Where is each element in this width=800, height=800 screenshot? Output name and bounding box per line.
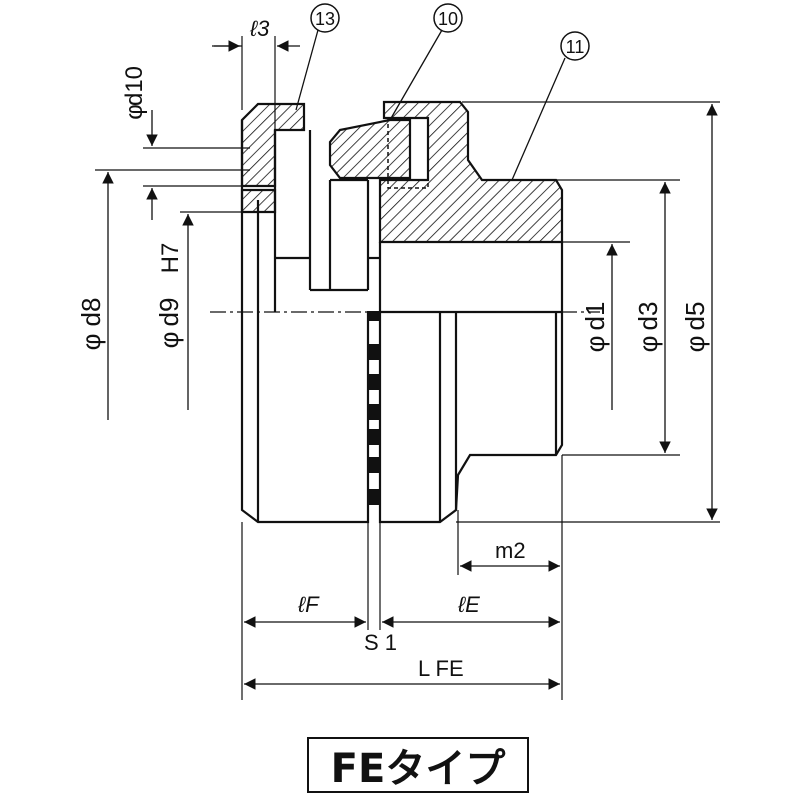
- hub-11-section: [378, 100, 564, 244]
- svg-text:d1: d1: [580, 302, 610, 331]
- svg-text:11: 11: [566, 37, 585, 57]
- svg-text:d9: d9: [154, 298, 184, 327]
- svg-text:d10: d10: [121, 66, 148, 106]
- dim-label-m2: m2: [495, 538, 526, 563]
- dim-label-LFE: L FE: [418, 656, 464, 681]
- dim-label-d1: φ d1: [580, 302, 610, 353]
- svg-text:d3: d3: [633, 302, 663, 331]
- svg-text:d8: d8: [76, 298, 106, 327]
- svg-text:φ: φ: [580, 336, 610, 353]
- extension-lines: [95, 36, 720, 700]
- svg-text:13: 13: [315, 9, 335, 29]
- dim-label-lF: ℓF: [297, 592, 320, 617]
- type-title: FEタイプ: [307, 737, 529, 793]
- svg-text:d5: d5: [680, 302, 710, 331]
- sleeve-13-lower-section: [240, 188, 277, 214]
- dim-label-s1: S 1: [364, 630, 397, 655]
- leader-lines: [295, 29, 566, 181]
- dim-label-d9: φ d9: [154, 298, 184, 349]
- dim-label-d5: φ d5: [680, 302, 710, 353]
- svg-text:H7: H7: [157, 243, 184, 274]
- part-balloon-10: 10: [433, 3, 463, 33]
- dim-label-d3: φ d3: [633, 302, 663, 353]
- bolt-10-section: [328, 118, 412, 180]
- svg-text:φ: φ: [121, 104, 148, 120]
- gap-teeth: [367, 311, 381, 505]
- svg-text:φ: φ: [680, 336, 710, 353]
- dim-label-d10: φ d10: [121, 66, 148, 120]
- svg-text:φ: φ: [76, 334, 106, 351]
- svg-text:10: 10: [438, 9, 458, 29]
- dim-label-l3: ℓ3: [249, 16, 270, 41]
- dim-label-lE: ℓE: [457, 592, 480, 617]
- sleeve-13-section: [240, 102, 306, 188]
- dim-label-d8: φ d8: [76, 298, 106, 351]
- part-balloon-13: 13: [310, 3, 340, 33]
- svg-text:φ: φ: [154, 332, 184, 349]
- svg-text:φ: φ: [633, 336, 663, 353]
- dimension-lines: [102, 40, 718, 690]
- part-balloon-11: 11: [560, 31, 590, 61]
- hub-right-body: [378, 242, 564, 524]
- dim-label-h7: H7: [157, 243, 184, 274]
